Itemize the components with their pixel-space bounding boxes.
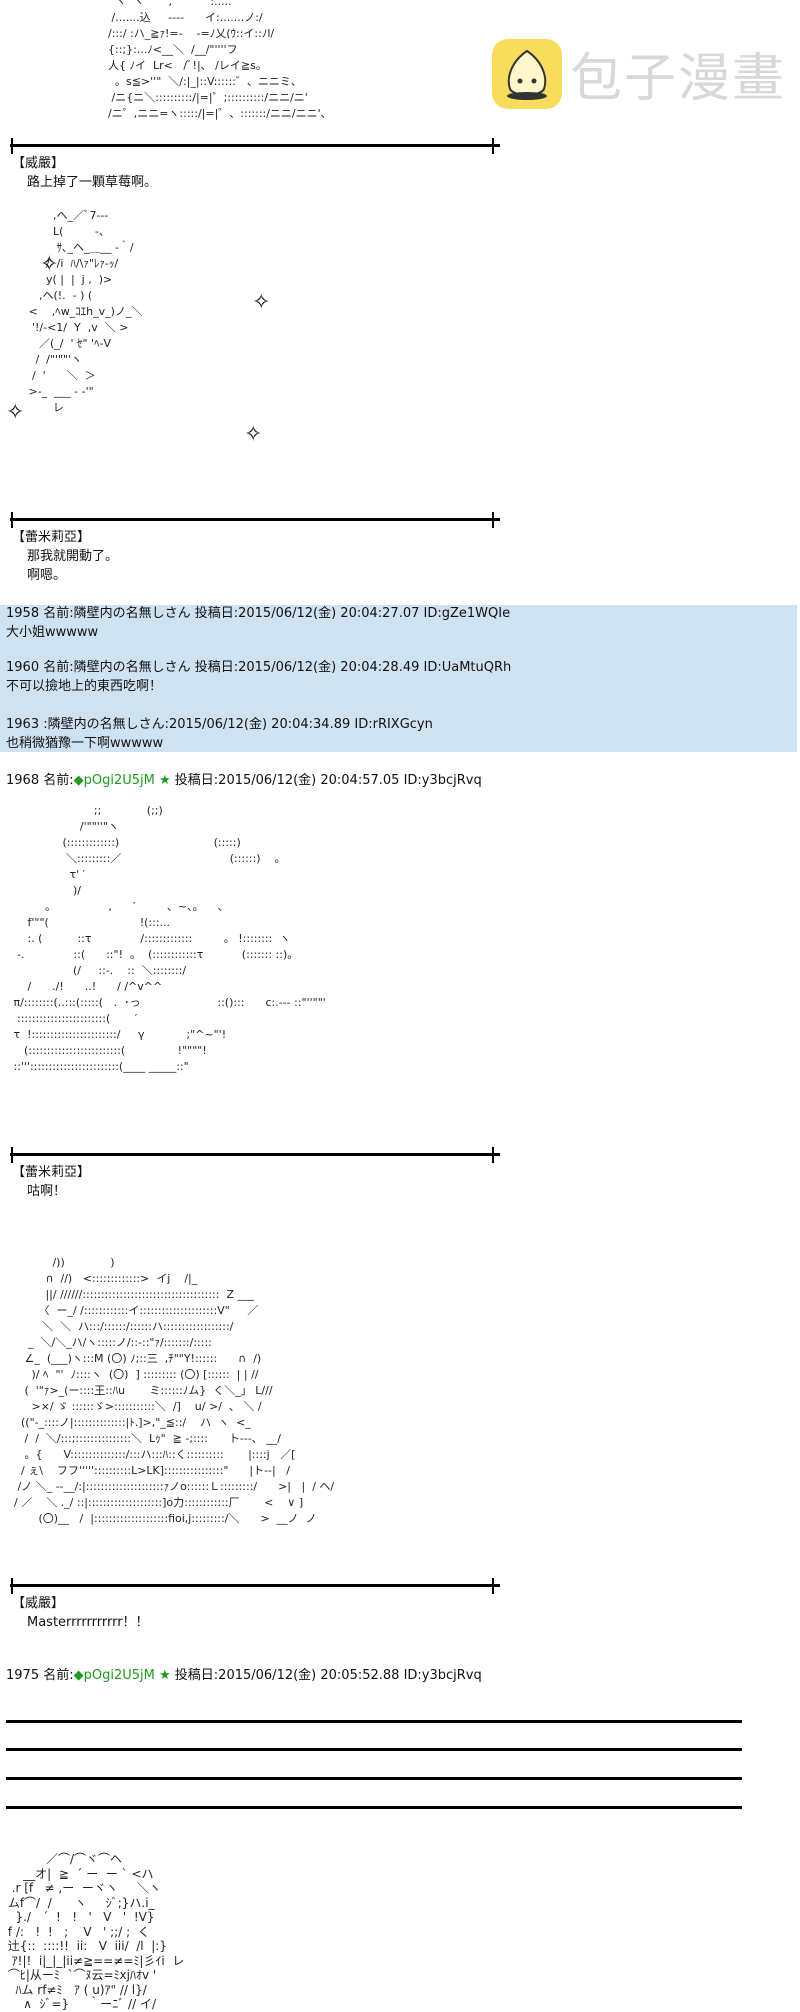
name-label: 名前: xyxy=(43,773,74,788)
name-label: 名前: xyxy=(43,1668,74,1683)
watermark-text: 包子漫畫 xyxy=(570,49,787,109)
post-header: 1958 名前:隣壁内の名無しさん 投稿日:2015/06/12(金) 20:0… xyxy=(6,606,511,621)
dialogue-line: 那我就開動了。 xyxy=(27,549,119,564)
ascii-art-5: ／⌒/⌒ヾ⌒ヘ __オ| ≧ ´ ー ー ` <ハ .r [f ≠ ,ー ーヾヽ… xyxy=(7,1852,185,2011)
post-number: 1968 xyxy=(6,773,40,788)
post-meta: 投稿日:2015/06/12(金) 20:05:52.88 ID:y3bcjRv… xyxy=(174,1668,482,1683)
speaker-label: 【蕾米莉亞】 xyxy=(12,1165,91,1180)
post-number: 1975 xyxy=(6,1668,40,1683)
horizontal-bar xyxy=(6,1748,742,1751)
sparkle-icon: ✧ xyxy=(244,422,263,447)
ascii-art-4: /)) ) ∩ //) <:::::::::::::> イj /|_ ||/ /… xyxy=(14,1256,335,1525)
horizontal-bar xyxy=(6,1806,742,1809)
ascii-art-1: ヽ ヽ , :..... /.......込 ---- イ:.......ノ:/… xyxy=(108,0,332,120)
dialogue-line: Masterrrrrrrrrrr！！ xyxy=(27,1615,149,1630)
divider-rule xyxy=(10,1584,500,1587)
author-trip: ◆pOgi2U5jM xyxy=(73,773,155,788)
divider-tick xyxy=(492,1578,494,1594)
post-body: 大小姐wwwww xyxy=(6,625,99,640)
star-icon: ★ xyxy=(159,1668,171,1683)
divider-tick xyxy=(11,138,13,154)
divider-tick xyxy=(11,1147,13,1163)
dialogue-line: 路上掉了一顆草莓啊。 xyxy=(27,175,158,190)
speaker-label: 【威嚴】 xyxy=(12,156,65,171)
star-icon: ★ xyxy=(159,773,171,788)
divider-tick xyxy=(11,1578,13,1594)
post-meta: 投稿日:2015/06/12(金) 20:04:57.05 ID:y3bcjRv… xyxy=(174,773,482,788)
speaker-label: 【威嚴】 xyxy=(12,1596,65,1611)
post-body: 也稍微猶豫一下啊wwwww xyxy=(6,736,164,751)
author-post-header: 1968 名前:◆pOgi2U5jM ★ 投稿日:2015/06/12(金) 2… xyxy=(6,773,482,789)
watermark: 包子漫畫 xyxy=(492,36,786,111)
author-trip: ◆pOgi2U5jM xyxy=(73,1668,155,1683)
horizontal-bar xyxy=(6,1777,742,1780)
sparkle-icon: ✧ xyxy=(6,400,25,425)
sparkle-icon: ✧ xyxy=(252,290,271,315)
dialogue-line: 啊嗯。 xyxy=(27,568,67,583)
post-body: 不可以撿地上的東西吃啊！ xyxy=(6,679,163,694)
dialogue-line: 咕啊！ xyxy=(27,1184,67,1199)
ascii-art-2: ,ヘ_／ﾞ7--- L( -、 ｻ､_ヘ_＿__ -｀/ / /i ﾊ/\ｧ"ﾚ… xyxy=(28,209,143,414)
divider-tick xyxy=(492,138,494,154)
author-post-header: 1975 名前:◆pOgi2U5jM ★ 投稿日:2015/06/12(金) 2… xyxy=(6,1668,482,1684)
divider-rule xyxy=(10,144,500,147)
speaker-label: 【蕾米莉亞】 xyxy=(12,530,91,545)
post-header: 1963 :隣壁内の名無しさん:2015/06/12(金) 20:04:34.8… xyxy=(6,717,433,732)
divider-rule xyxy=(10,518,500,521)
bun-logo-icon xyxy=(492,38,562,109)
divider-rule xyxy=(10,1153,500,1156)
divider-tick xyxy=(492,512,494,528)
divider-tick xyxy=(11,512,13,528)
ascii-art-3: ;; (;;) /'""''"ヽ (:::::::::::::) (:::::)… xyxy=(13,804,326,1073)
highlighted-comments xyxy=(0,605,797,752)
divider-tick xyxy=(492,1147,494,1163)
horizontal-bar xyxy=(6,1720,742,1723)
sparkle-icon: ✧ xyxy=(40,252,59,277)
post-header: 1960 名前:隣壁内の名無しさん 投稿日:2015/06/12(金) 20:0… xyxy=(6,660,512,675)
